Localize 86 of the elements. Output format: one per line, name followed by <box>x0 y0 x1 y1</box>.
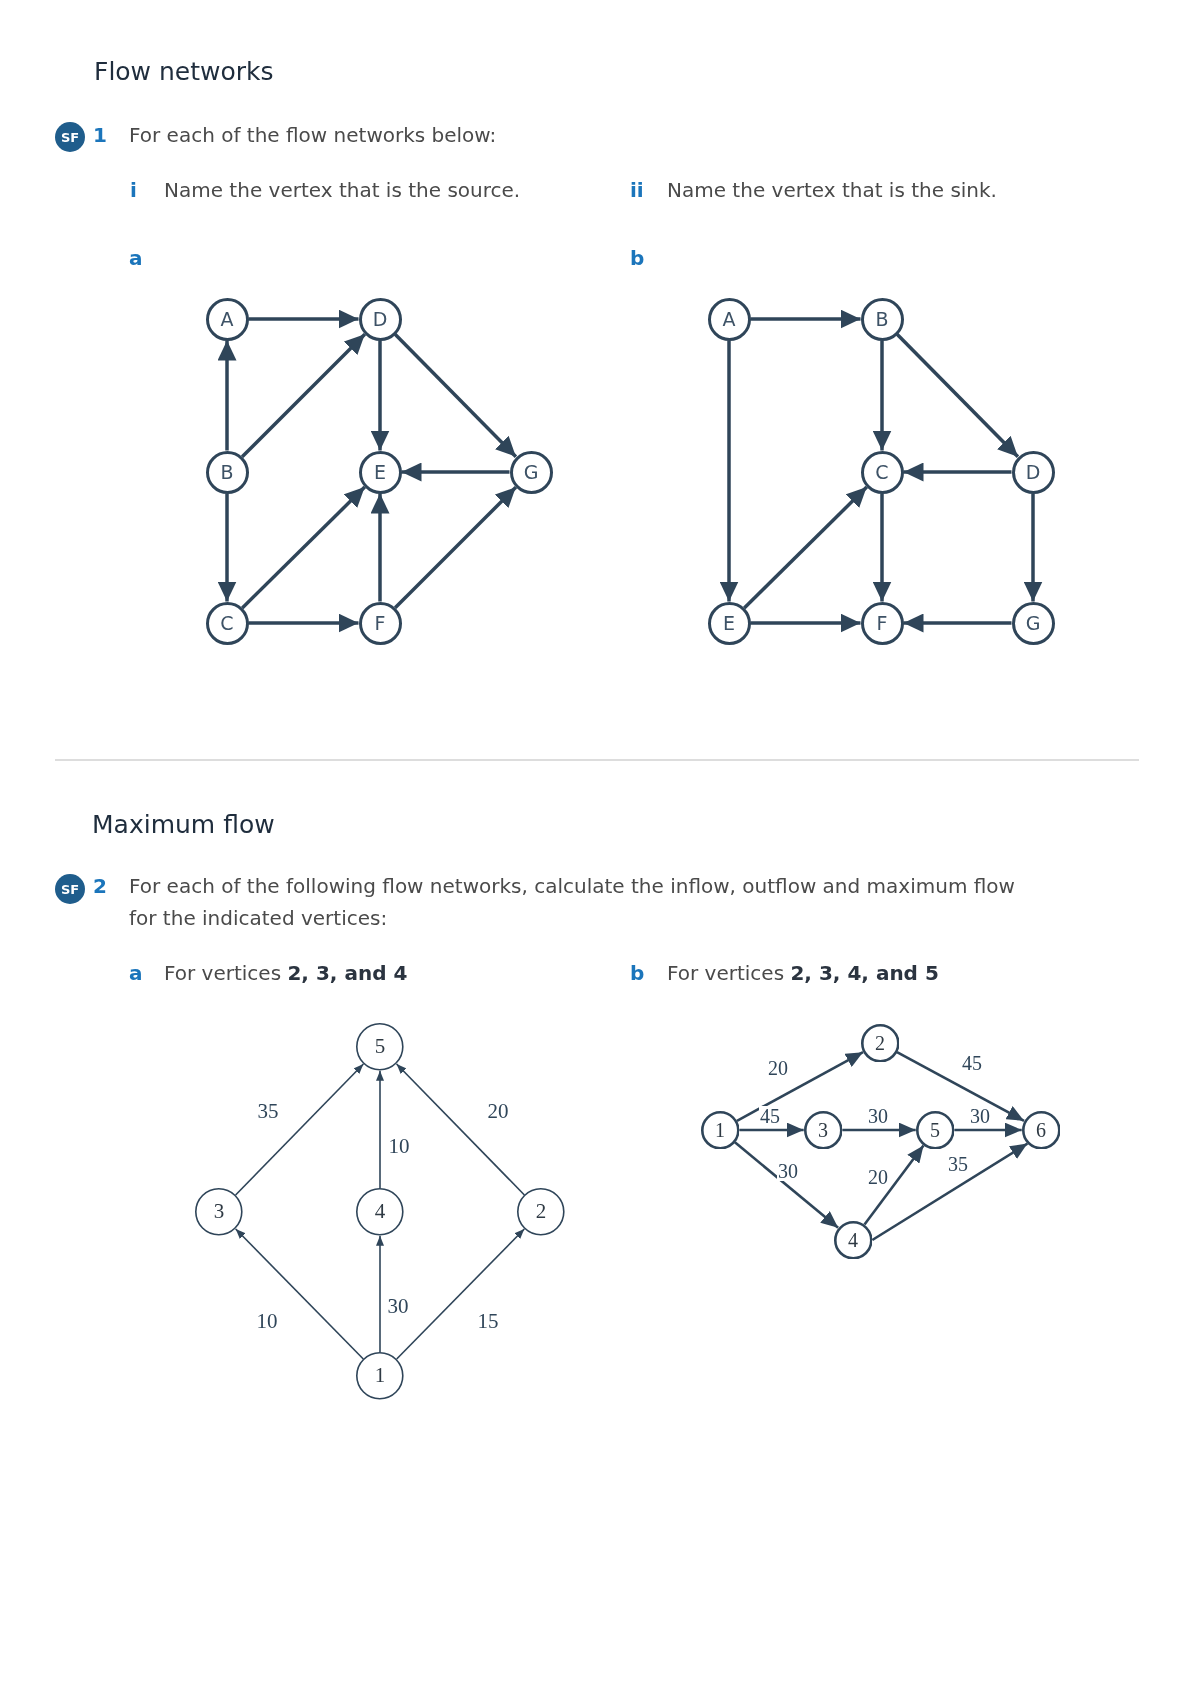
vertex-circle: C <box>205 601 249 645</box>
vertex-circle: G <box>1011 601 1055 645</box>
part-label: a <box>129 246 143 270</box>
question-number: 1 <box>93 123 107 147</box>
vertex-circle: A <box>707 297 751 341</box>
arrow <box>954 1122 1022 1138</box>
question-text: Name the vertex that is the source. <box>164 178 521 202</box>
arrow <box>736 1051 864 1122</box>
edge-label: 45 <box>759 1106 781 1126</box>
arrow <box>895 333 1020 458</box>
section-heading: Flow networks <box>94 57 274 87</box>
question-text: For vertices 2, 3, 4, and 5 <box>667 961 939 985</box>
arrow <box>872 493 892 602</box>
vertex-circle: 1 <box>356 1352 404 1400</box>
edge-label: 30 <box>867 1106 889 1126</box>
edge-label: 30 <box>777 1161 799 1181</box>
vertex-circle: 2 <box>860 1023 900 1063</box>
vertex-circle: D <box>358 297 402 341</box>
vertex-circle: A <box>205 297 249 341</box>
arrow <box>370 493 390 602</box>
vertex-circle: G <box>509 450 553 494</box>
question-text: For each of the following flow networks, calculate the inflow, outflow and maximum flow for the indicated vertices: <box>129 873 1016 932</box>
vertex-circle: E <box>707 601 751 645</box>
vertex-circle: B <box>860 297 904 341</box>
edge-label: 20 <box>867 1167 889 1187</box>
part-label: i <box>130 178 137 202</box>
arrow <box>401 462 510 482</box>
arrow <box>241 485 366 610</box>
arrow <box>903 462 1012 482</box>
question-number: 2 <box>93 874 107 898</box>
vertex-circle: 3 <box>803 1110 843 1150</box>
vertex-circle: 5 <box>356 1023 404 1071</box>
vertex-circle: 6 <box>1021 1110 1061 1150</box>
part-label: b <box>630 246 645 270</box>
arrow <box>370 340 390 451</box>
arrow <box>240 332 367 459</box>
arrow <box>248 309 359 329</box>
vertex-circle: 4 <box>356 1188 404 1236</box>
vertex-circle: F <box>358 601 402 645</box>
arrow <box>750 309 861 329</box>
arrow <box>217 340 237 451</box>
arrow <box>395 1063 526 1196</box>
arrow <box>393 333 518 458</box>
level-badge: SF <box>55 122 85 152</box>
arrow <box>395 1228 526 1360</box>
arrow <box>903 613 1012 633</box>
section-heading: Maximum flow <box>92 810 275 840</box>
vertex-circle: F <box>860 601 904 645</box>
part-label: b <box>630 961 645 985</box>
edge-label: 45 <box>961 1053 983 1073</box>
question-text: For each of the flow networks below: <box>129 123 497 147</box>
arrow <box>863 1144 925 1226</box>
arrow <box>739 1122 804 1138</box>
level-badge: SF <box>55 874 85 904</box>
part-label: ii <box>630 178 644 202</box>
question-text: Name the vertex that is the sink. <box>667 178 997 202</box>
arrow <box>393 485 518 610</box>
part-label: a <box>129 961 143 985</box>
arrow <box>743 485 868 610</box>
edge-label: 30 <box>969 1106 991 1126</box>
arrow <box>842 1122 916 1138</box>
arrow <box>234 1063 365 1196</box>
vertex-circle: D <box>1011 450 1055 494</box>
arrow <box>248 613 359 633</box>
vertex-circle: 2 <box>517 1188 565 1236</box>
arrow <box>734 1141 839 1229</box>
arrow <box>896 1051 1025 1122</box>
edge-label: 35 <box>947 1154 969 1174</box>
arrow <box>234 1228 365 1360</box>
question-text: For vertices 2, 3, and 4 <box>164 961 408 985</box>
vertex-circle: 1 <box>700 1110 740 1150</box>
arrow <box>719 340 739 602</box>
arrow <box>872 340 892 451</box>
vertex-circle: C <box>860 450 904 494</box>
arrow <box>750 613 861 633</box>
arrow <box>376 1070 384 1189</box>
arrow <box>217 493 237 602</box>
vertex-circle: 4 <box>833 1220 873 1260</box>
arrow <box>1023 493 1043 602</box>
edge-label: 20 <box>767 1058 789 1078</box>
vertex-circle: 5 <box>915 1110 955 1150</box>
vertex-circle: B <box>205 450 249 494</box>
arrow <box>376 1235 384 1353</box>
vertex-circle: E <box>358 450 402 494</box>
arrow <box>871 1142 1029 1242</box>
vertex-circle: 3 <box>195 1188 243 1236</box>
